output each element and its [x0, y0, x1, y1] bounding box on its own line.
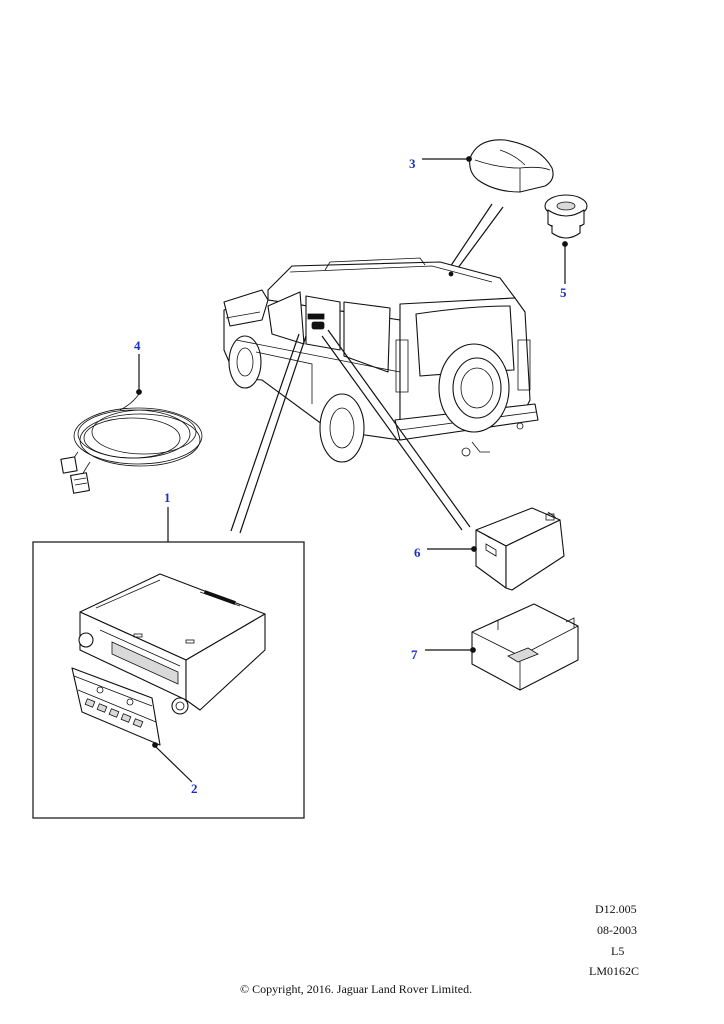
- callout-dot-5: [562, 241, 568, 247]
- leader-antenna-a: [447, 203, 493, 271]
- callout-dot-3: [466, 156, 472, 162]
- callout-3[interactable]: 3: [409, 156, 416, 171]
- callout-5[interactable]: 5: [560, 285, 567, 300]
- part-6-module: [471, 507, 565, 591]
- part-1-radio-unit: [78, 573, 266, 715]
- drawing-level: L5: [611, 944, 625, 958]
- callout-dot-2: [152, 742, 158, 748]
- part-3-antenna: [466, 139, 554, 193]
- callout-dot-7: [470, 647, 476, 653]
- vehicle-drawing: [223, 257, 539, 463]
- leader-radio-b: [239, 335, 307, 534]
- callout-4[interactable]: 4: [134, 338, 141, 353]
- leader-module-b: [321, 335, 463, 531]
- part-1-radio-frame: [32, 541, 305, 819]
- drawing-date: 08-2003: [597, 923, 637, 937]
- leader-radio-a: [230, 333, 300, 532]
- drawing-ref: D12.005: [595, 902, 637, 916]
- leader-module-a: [327, 329, 471, 528]
- part-7-bracket: [470, 603, 579, 691]
- callout-dot-4: [136, 389, 142, 395]
- part-5-clip: [544, 194, 588, 247]
- callout-7[interactable]: 7: [411, 647, 418, 662]
- leader-2: [155, 746, 193, 783]
- copyright-notice: © Copyright, 2016. Jaguar Land Rover Lim…: [240, 982, 473, 996]
- part-4-harness: [60, 389, 203, 494]
- callout-1[interactable]: 1: [164, 490, 171, 505]
- callout-2[interactable]: 2: [191, 781, 198, 796]
- callout-dot-6: [471, 546, 477, 552]
- callout-6[interactable]: 6: [414, 545, 421, 560]
- leader-antenna-b: [454, 206, 504, 273]
- drawing-code: LM0162C: [589, 964, 640, 978]
- part-2-front-panel: [71, 667, 161, 748]
